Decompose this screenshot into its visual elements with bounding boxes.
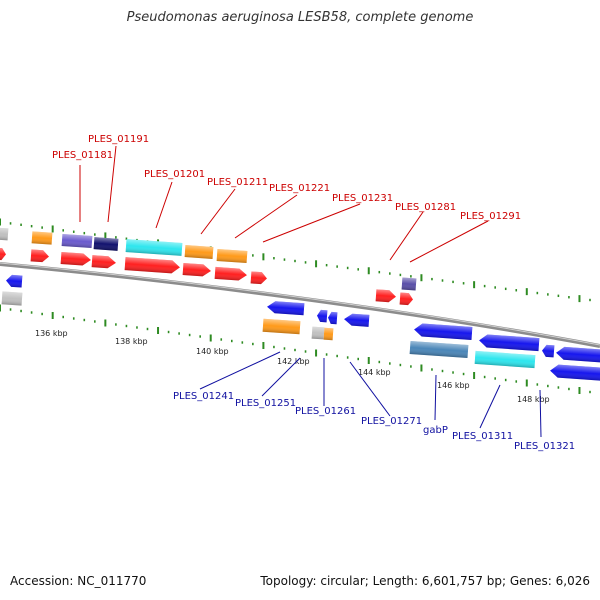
gene-arrow-reverse-shade	[328, 311, 338, 325]
leader-line-top	[262, 203, 361, 243]
scale-tick-label: 148 kbp	[517, 395, 550, 404]
scale-tick-label: 140 kbp	[196, 347, 229, 356]
gene-arrow-reverse-shade	[542, 344, 555, 358]
gene-labels: PLES_01181 PLES_01191PLES_01201PLES_01211…	[52, 134, 575, 452]
leader-line-bottom	[349, 361, 391, 417]
genome-backbone	[0, 262, 600, 348]
gene-label-bottom[interactable]: PLES_01311	[452, 431, 513, 442]
gene-arrow-forward-shade	[182, 263, 211, 277]
leader-line-top	[389, 211, 424, 261]
gene-label-top[interactable]: PLES_01181	[52, 150, 113, 161]
leader-line-top	[155, 181, 173, 229]
gene-arrow-forward-shade	[0, 247, 6, 261]
gene-label-bottom[interactable]: gabP	[423, 425, 448, 436]
gene-arrow-forward-shade	[399, 292, 413, 306]
gene-arrow-reverse-shade	[267, 301, 305, 316]
leader-line-top	[107, 145, 117, 223]
gene-label-top[interactable]: PLES_01231	[332, 193, 393, 204]
gene-arrow-forward-shade	[30, 249, 49, 263]
gene-arrow-forward-shade	[214, 266, 247, 281]
gene-arrow-forward-shade	[60, 251, 91, 266]
gene-box-slate-shade	[401, 277, 417, 291]
gene-box-grey-shade	[1, 291, 23, 306]
gene-box-cyan-shade	[125, 239, 183, 256]
gene-box-orange-shade	[184, 245, 214, 259]
gene-arrow-reverse-shade	[6, 274, 23, 288]
gene-label-top[interactable]: PLES_01291	[460, 211, 521, 222]
gene-box-navy-shade	[93, 237, 119, 251]
gene-box-orange-shade	[31, 231, 53, 245]
gene-arrow-reverse-shade	[550, 364, 600, 381]
gene-arrow-forward-shade	[91, 255, 116, 269]
genome-title: Pseudomonas aeruginosa LESB58, complete …	[126, 10, 474, 25]
leader-line-top	[234, 194, 298, 239]
gene-label-top[interactable]: PLES_01191	[88, 134, 149, 145]
gene-label-bottom[interactable]: PLES_01271	[361, 416, 422, 427]
gene-features	[0, 227, 600, 381]
leader-line-top	[409, 220, 489, 263]
scale-tick-label: 136 kbp	[35, 329, 68, 338]
gene-arrow-reverse-shade	[344, 313, 370, 327]
gene-label-top[interactable]: PLES_01221	[269, 183, 330, 194]
gene-arrow-forward-shade	[250, 271, 267, 285]
gene-arrow-reverse-shade	[414, 323, 473, 341]
gene-arrow-reverse-shade	[479, 334, 540, 352]
scale-tick-label: 146 kbp	[437, 381, 470, 390]
gene-label-bottom[interactable]: PLES_01261	[295, 406, 356, 417]
gene-box-grey-shade	[311, 326, 325, 340]
genome-backbone-highlight	[0, 262, 600, 346]
gene-label-bottom[interactable]: PLES_01321	[514, 441, 575, 452]
gene-label-top[interactable]: PLES_01281	[395, 202, 456, 213]
leader-line-bottom	[261, 357, 301, 397]
gene-arrow-forward-shade	[375, 289, 396, 303]
gene-arrow-forward-shade	[124, 257, 180, 274]
scale-tick-label: 144 kbp	[358, 368, 391, 377]
gene-arrow-reverse-shade	[556, 346, 600, 363]
gene-box-grey-shade	[0, 227, 9, 241]
gene-box-slate-shade	[61, 233, 93, 249]
leader-line-top	[200, 188, 236, 235]
scale-tick-label: 142 kbp	[277, 357, 310, 366]
gene-box-orange-shade	[262, 318, 301, 335]
gene-label-top[interactable]: PLES_01211	[207, 177, 268, 188]
leader-line-bottom	[479, 384, 501, 429]
gene-box-orange-shade	[216, 248, 248, 264]
accession-label: Accession: NC_011770	[10, 574, 147, 588]
gene-box-steelblue-shade	[409, 340, 469, 359]
leader-line-bottom	[199, 351, 281, 390]
genome-summary: Topology: circular; Length: 6,601,757 bp…	[260, 574, 590, 588]
label-leaders	[79, 145, 542, 438]
leader-line-bottom	[434, 374, 437, 421]
gene-arrow-reverse-shade	[317, 309, 328, 323]
gene-label-bottom[interactable]: PLES_01251	[235, 398, 296, 409]
gene-label-bottom[interactable]: PLES_01241	[173, 391, 234, 402]
gene-box-cyan-shade	[474, 350, 536, 369]
gene-box-orange-shade	[323, 327, 334, 341]
gene-label-top[interactable]: PLES_01201	[144, 169, 205, 180]
scale-tick-label: 138 kbp	[115, 337, 148, 346]
leader-line-bottom	[539, 389, 542, 438]
